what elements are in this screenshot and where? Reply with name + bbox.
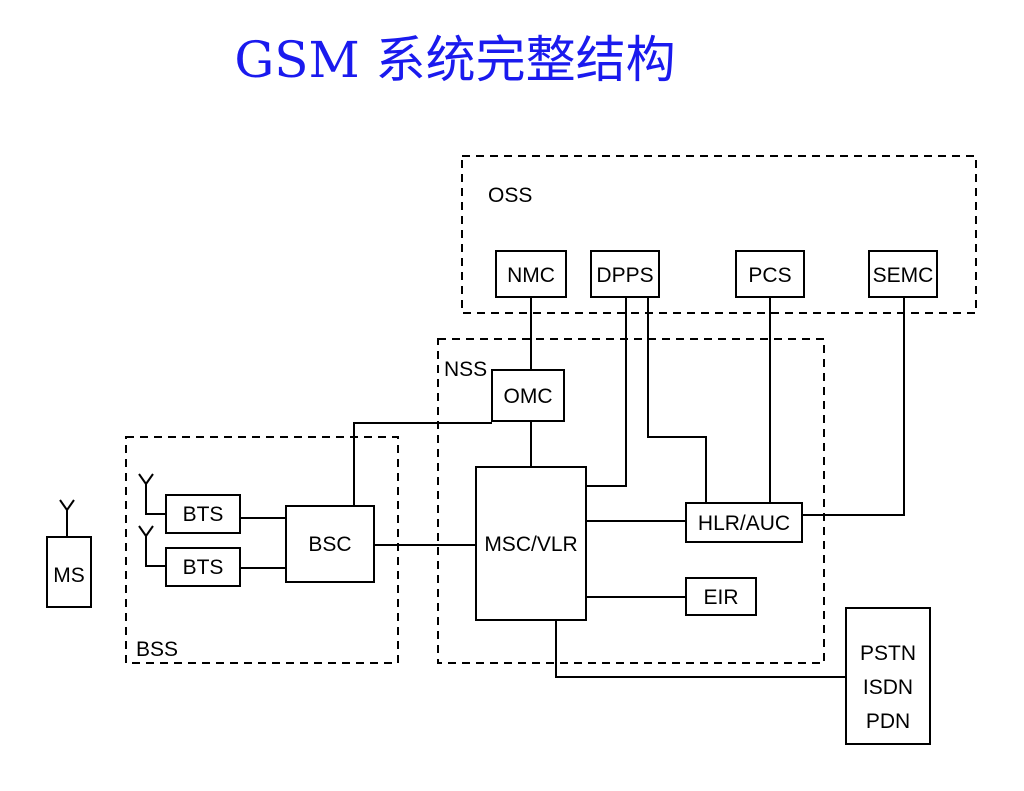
bts-node <box>165 547 241 587</box>
nmc-label: NMC <box>507 264 555 287</box>
pdn-label: PDN <box>866 710 910 733</box>
link-bsc-omc <box>353 422 492 506</box>
antenna-icon <box>59 499 75 537</box>
dpps-node <box>590 250 660 298</box>
msc-vlr-node <box>475 466 587 621</box>
eir-label: EIR <box>703 586 738 609</box>
oss-group-label: OSS <box>488 184 532 207</box>
hlr-auc-label: HLR/AUC <box>698 512 790 535</box>
bss-group-label: BSS <box>136 638 178 661</box>
link-msc-dpps <box>586 297 627 487</box>
oss-group-boundary <box>461 155 977 314</box>
bss-group-boundary <box>125 436 399 664</box>
nmc-node <box>495 250 567 298</box>
link-msc-external <box>555 620 846 678</box>
link-semc-hlr <box>802 297 905 516</box>
external-networks-node <box>845 607 931 745</box>
bsc-label: BSC <box>308 533 351 556</box>
isdn-label: ISDN <box>863 676 913 699</box>
bts-node <box>165 494 241 534</box>
antenna-icon <box>138 473 166 515</box>
bts-label: BTS <box>183 556 224 579</box>
omc-label: OMC <box>504 385 553 408</box>
ms-node <box>46 536 92 608</box>
ms-label: MS <box>53 564 85 587</box>
dpps-label: DPPS <box>596 264 653 287</box>
eir-node <box>685 577 757 616</box>
nss-group-boundary <box>437 338 825 664</box>
pcs-label: PCS <box>748 264 791 287</box>
antenna-icon <box>138 525 166 567</box>
page-title: GSM 系统完整结构 <box>234 31 676 89</box>
nss-group-label: NSS <box>444 358 487 381</box>
msc-vlr-label: MSC/VLR <box>484 533 577 556</box>
bsc-node <box>285 505 375 583</box>
pcs-node <box>735 250 805 298</box>
bts-label: BTS <box>183 503 224 526</box>
link-dpps-hlr <box>647 297 707 503</box>
semc-node <box>868 250 938 298</box>
semc-label: SEMC <box>873 264 934 287</box>
hlr-auc-node <box>685 502 803 543</box>
omc-node <box>491 369 565 422</box>
pstn-label: PSTN <box>860 642 916 665</box>
